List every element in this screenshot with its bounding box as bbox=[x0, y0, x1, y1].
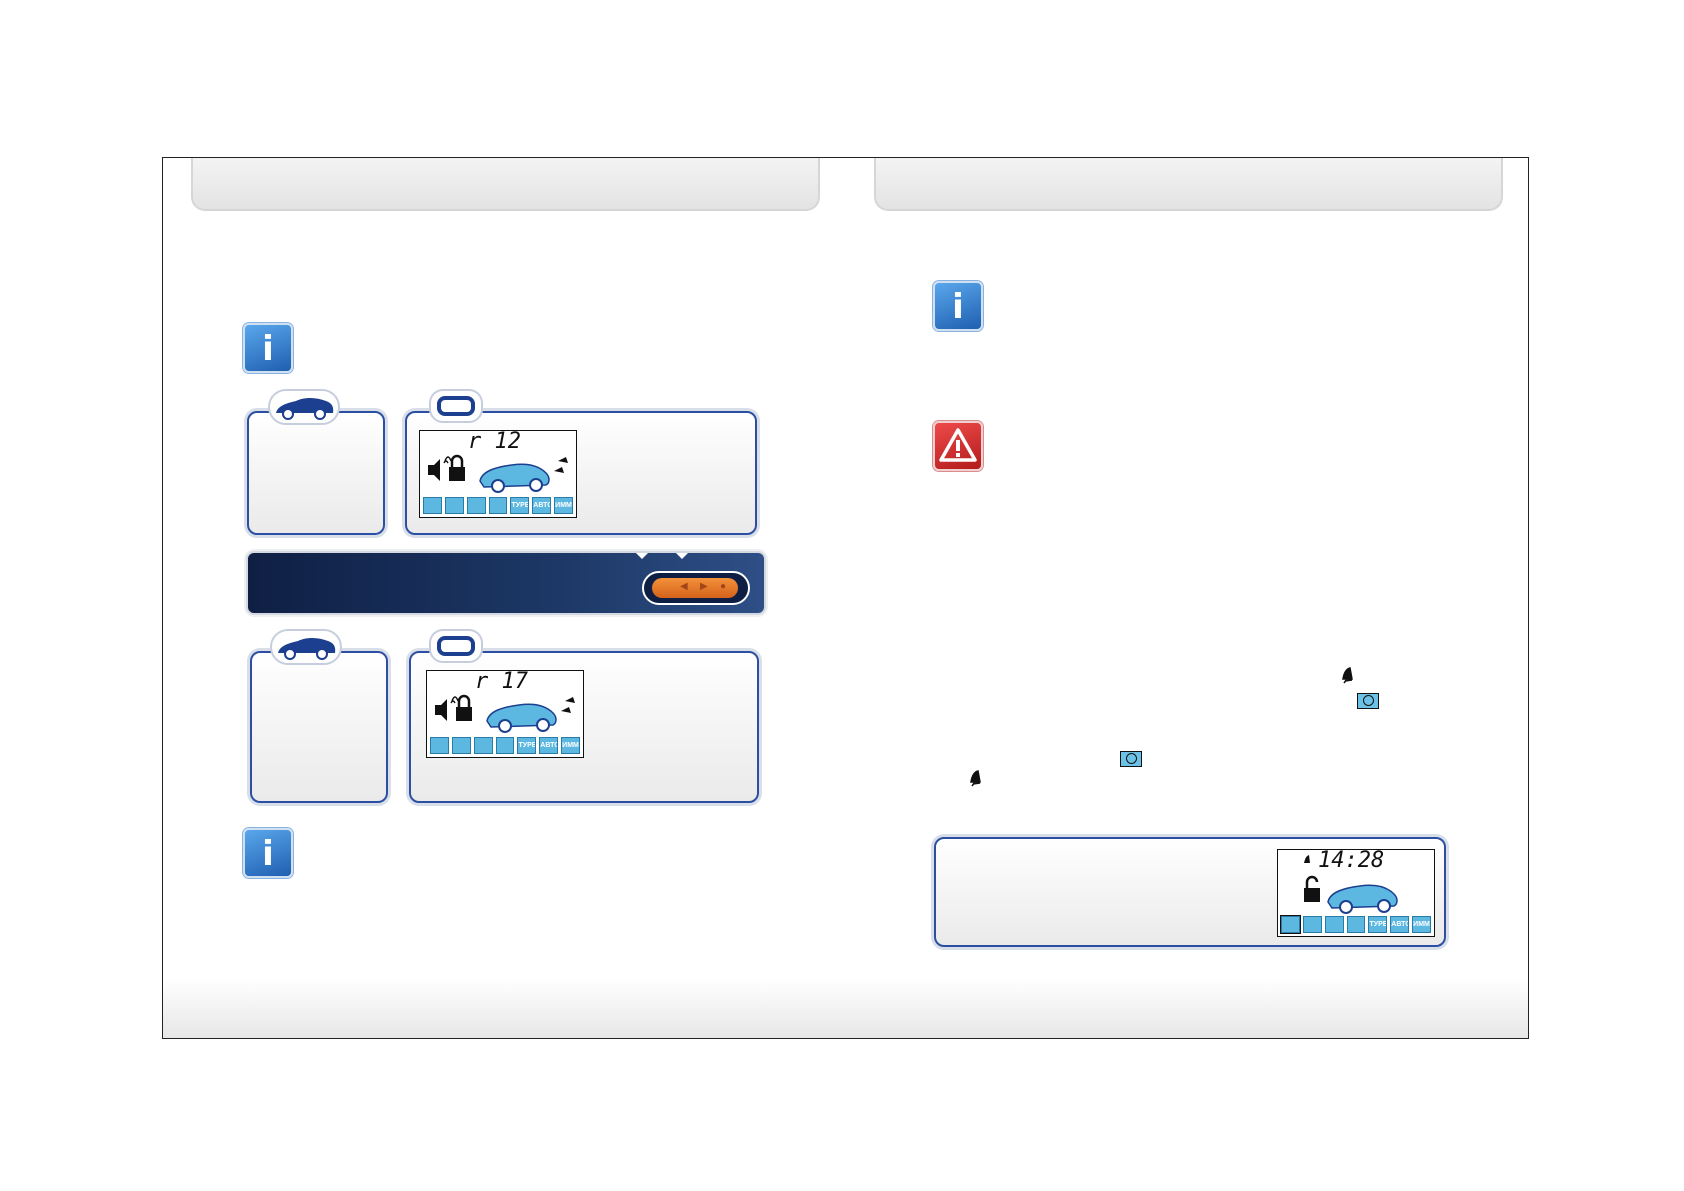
car-icon bbox=[268, 389, 340, 425]
lcd-digits: r 12 bbox=[468, 429, 521, 454]
engine-icon bbox=[466, 497, 486, 514]
lcd-status-bar: ТУРБО АВТО ИММО bbox=[1280, 915, 1432, 934]
hourglass-icon bbox=[444, 497, 464, 514]
clock-icon bbox=[423, 497, 442, 514]
wrench-icon bbox=[488, 497, 508, 514]
wrench-icon bbox=[495, 737, 515, 754]
immo-label: ИММО bbox=[1412, 916, 1432, 933]
clock-icon bbox=[1280, 915, 1301, 934]
lcd-car-icon bbox=[435, 694, 575, 733]
arrow-down-icon bbox=[636, 553, 688, 559]
lcd-car-icon bbox=[428, 454, 568, 493]
immo-label: ИММО bbox=[554, 497, 574, 514]
lcd-digits: r 17 bbox=[475, 669, 528, 694]
lcd-car-icon bbox=[1304, 875, 1398, 914]
hourglass-icon bbox=[1302, 916, 1322, 933]
car-panel-1 bbox=[247, 411, 385, 535]
lcd-status-bar: ТУРБО АВТО ИММО bbox=[430, 737, 581, 754]
remote-icon bbox=[429, 389, 483, 423]
turbo-label: ТУРБО bbox=[1368, 916, 1388, 933]
immo-label: ИММО bbox=[561, 737, 581, 754]
clock-icon bbox=[1120, 751, 1142, 767]
lcd-display-1: r 12 ТУРБО АВТО ИММО bbox=[419, 429, 577, 518]
engine-icon bbox=[473, 737, 493, 754]
car-panel-2 bbox=[250, 651, 388, 803]
bell-icon bbox=[1342, 667, 1353, 684]
right-page-header bbox=[874, 158, 1503, 211]
lcd-display-2: r 17 ТУРБО АВТО ИММО bbox=[426, 669, 584, 758]
auto-label: АВТО bbox=[532, 497, 552, 514]
auto-label: АВТО bbox=[1390, 916, 1410, 933]
remote-button: ◀▶● bbox=[642, 571, 750, 605]
lcd-status-bar: ТУРБО АВТО ИММО bbox=[423, 497, 574, 514]
button-banner: ◀▶● bbox=[246, 551, 766, 615]
clock-icon bbox=[1357, 693, 1379, 709]
hourglass-icon bbox=[451, 737, 471, 754]
turbo-label: ТУРБО bbox=[517, 737, 537, 754]
remote-icon bbox=[429, 629, 483, 663]
wrench-icon bbox=[1346, 916, 1366, 933]
engine-icon bbox=[1324, 916, 1344, 933]
auto-label: АВТО bbox=[539, 737, 559, 754]
bell-icon bbox=[970, 770, 981, 787]
manual-spread: i r 12 ТУРБО АВТО ИММО bbox=[162, 157, 1529, 1039]
clock-icon bbox=[430, 737, 449, 754]
bell-icon bbox=[1304, 855, 1310, 863]
turbo-label: ТУРБО bbox=[510, 497, 530, 514]
warning-icon bbox=[933, 421, 983, 471]
car-icon bbox=[270, 629, 342, 665]
info-icon: i bbox=[243, 323, 293, 373]
info-icon: i bbox=[243, 828, 293, 878]
lcd-clock: 14:28 bbox=[1318, 848, 1385, 873]
lcd-display-3: 14:28 ТУРБО АВТО ИММО bbox=[1277, 848, 1435, 937]
left-page-header bbox=[191, 158, 820, 211]
info-icon: i bbox=[933, 281, 983, 331]
